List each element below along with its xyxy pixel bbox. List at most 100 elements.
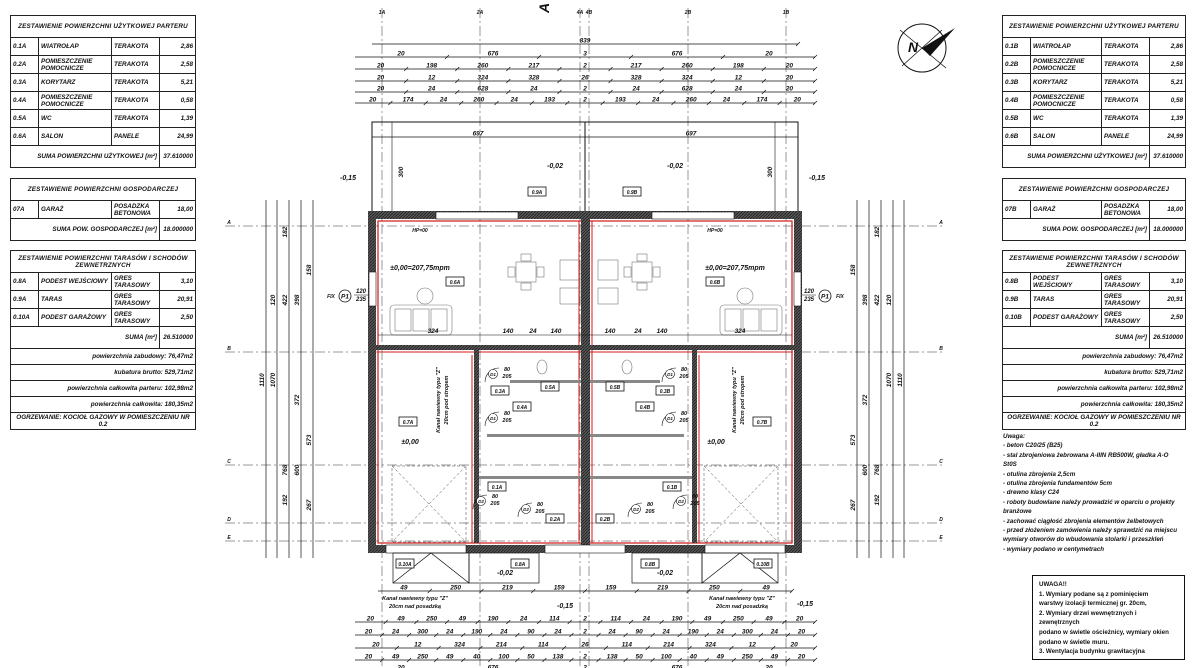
door-width: 80: [681, 411, 687, 417]
door-tag-icon: [631, 504, 641, 514]
dimension-tick: [388, 100, 393, 106]
door-tag: D2: [523, 507, 529, 512]
grid-label: B: [227, 346, 231, 352]
dimension-value: 768: [874, 464, 881, 475]
dimension-value: 192: [874, 494, 881, 505]
duct-note: Kanał nawiewny typu "Z": [436, 367, 442, 433]
dimension-tick: [557, 89, 562, 95]
grid-label: C: [227, 459, 231, 465]
remark-line: podano w świetle ościeżnicy, wymiary oki…: [1039, 628, 1169, 636]
door-tag: D2: [678, 499, 684, 504]
room-code-frame: [395, 558, 415, 569]
door-width: 80: [504, 367, 510, 373]
dimension-value: 174: [403, 97, 414, 104]
dimension-value: 300: [398, 166, 405, 177]
dimension-value: 1070: [886, 372, 893, 387]
window-width: 120: [804, 289, 815, 295]
dimension-value: 140: [605, 328, 616, 335]
dimension-value: 600: [294, 464, 301, 475]
dimension-tick: [444, 619, 450, 625]
note-line: - zachować ciągłość zbrojenia elementów …: [1003, 517, 1164, 525]
dining-table-icon: [631, 261, 653, 283]
dimension-value: 20: [364, 629, 373, 636]
dimension-value: 49: [703, 616, 712, 623]
dimension-value: 214: [662, 642, 674, 649]
dimension-value: 250: [732, 616, 744, 623]
remark-line: 3. Wentylacja budynku grawitacyjna: [1039, 648, 1145, 656]
dimension-tick: [785, 632, 791, 638]
dimension-value: 20: [785, 63, 794, 70]
dimension-tick: [677, 632, 682, 638]
dimension-tick: [520, 645, 525, 651]
dimension-tick: [623, 632, 628, 638]
dimension-tick: [454, 89, 460, 95]
dimension-tick: [569, 657, 574, 663]
remark-line: 1. Wymiary podane są z pominięciem: [1039, 590, 1149, 598]
dimension-value: 24: [529, 86, 538, 93]
dimension-value: 20: [396, 51, 405, 58]
dimension-value: 158: [850, 264, 857, 275]
dimension-tick: [427, 588, 432, 594]
door-tag: D1: [490, 372, 496, 377]
dimension-value: 219: [501, 585, 513, 592]
dimension-tick: [460, 657, 466, 663]
dimension-tick: [488, 632, 493, 638]
dimension-value: 190: [672, 616, 683, 623]
dimension-tick: [686, 588, 691, 594]
dimension-value: 324: [477, 75, 488, 82]
notes-title: Uwaga:: [1003, 433, 1026, 440]
door-tag-icon: [521, 504, 531, 514]
grid-label: A: [226, 220, 231, 226]
dimension-tick: [812, 66, 818, 72]
dimension-value: 24: [439, 97, 448, 104]
duct-note: Kanał nawiewny typu "Z": [732, 367, 738, 433]
dimension-tick: [557, 78, 562, 84]
dimension-value: 49: [764, 616, 773, 623]
room-code-tag: 0.1B: [667, 485, 678, 491]
window-tag: P1: [341, 294, 349, 301]
dimension-value: 324: [735, 328, 746, 335]
door-width: 80: [537, 502, 543, 508]
door-width: 80: [647, 502, 653, 508]
door-tag: D1: [667, 372, 673, 377]
dimension-tick: [561, 645, 567, 651]
remarks-title: UWAGA!!: [1039, 581, 1067, 588]
dimension-value: 140: [551, 328, 562, 335]
grid-label: 4A: [576, 10, 584, 16]
room-area: 5,21: [159, 73, 196, 92]
dimension-value: 267: [306, 499, 313, 511]
grid-label: 1B: [783, 10, 790, 16]
dimension-value: 250: [416, 654, 428, 661]
dimension-tick: [423, 100, 429, 106]
dimension-value: 676: [672, 665, 683, 668]
heating-line: OGRZEWANIE: KOCIOŁ GAZOWY W POMIESZCZENI…: [10, 412, 196, 430]
dimension-value: 324: [705, 642, 716, 649]
dimension-tick: [729, 645, 734, 651]
dimension-value: 2: [582, 63, 587, 70]
notes-list: - beton C20/25 (B25)- stal zbrojeniowa ż…: [1003, 441, 1193, 554]
note-line: - roboty budowlane należy prowadzić w op…: [1003, 498, 1175, 506]
note-line: - stal zbrojeniowa żebrowana A-IIIN RB50…: [1003, 451, 1169, 459]
window-fix: FIX: [836, 294, 844, 300]
dimension-value: 24: [553, 629, 562, 636]
dimension-value: 49: [391, 654, 400, 661]
room-code-frame: [622, 186, 642, 197]
dimension-tick: [751, 619, 756, 625]
terrace-area-table-b: ZESTAWIENIE POWIERZCHNI TARASÓW I SCHODÓ…: [1002, 250, 1186, 430]
dimension-tick: [720, 54, 726, 60]
door-tag-icon: [488, 413, 498, 423]
note-line: wymiary otworów do wbudowania stolarki i…: [1003, 536, 1164, 544]
door-width: 80: [692, 494, 698, 500]
level-mark: -0,02: [497, 570, 513, 577]
dimension-tick: [569, 632, 574, 638]
dimension-value: 20: [368, 97, 377, 104]
dimension-value: 50: [527, 654, 535, 661]
dimension-tick: [603, 645, 609, 651]
dimension-tick: [710, 89, 716, 95]
room-code-frame: [487, 481, 507, 492]
room-code-frame: [753, 558, 773, 569]
window-height: 235: [355, 297, 367, 303]
dimension-tick: [687, 645, 692, 651]
dimension-value: 2: [582, 629, 587, 636]
